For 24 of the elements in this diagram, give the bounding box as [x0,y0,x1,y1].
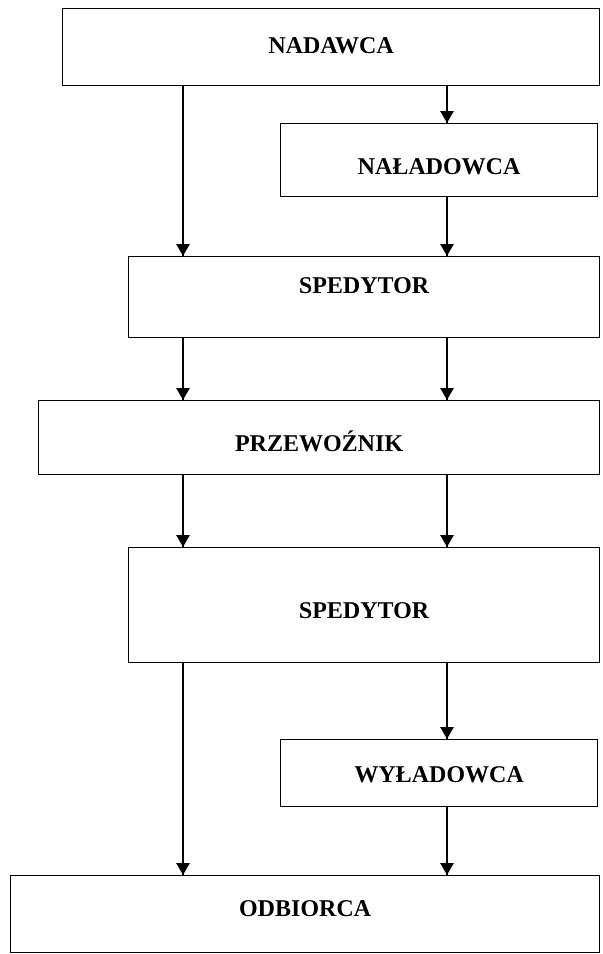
box-label: SPEDYTOR [298,273,430,300]
box-label: WYŁADOWCA [354,762,524,789]
box-label: ODBIORCA [238,896,371,923]
process-box [128,547,600,663]
box-label: NAŁADOWCA [358,154,520,181]
arrow [440,663,454,739]
box-label: NADAWCA [268,33,394,60]
arrow [440,86,454,123]
arrow [440,807,454,875]
process-box [128,256,600,338]
arrow [176,86,190,256]
arrow [440,197,454,256]
process-box [10,875,600,953]
arrow [440,338,454,400]
process-box [62,8,600,86]
arrow [440,475,454,547]
arrow [176,663,190,875]
process-box [280,739,598,807]
arrow [176,338,190,400]
box-label: SPEDYTOR [298,598,430,625]
process-box [280,123,598,197]
process-box [38,400,600,475]
box-label: PRZEWOŹNIK [234,431,404,458]
arrow [176,475,190,547]
